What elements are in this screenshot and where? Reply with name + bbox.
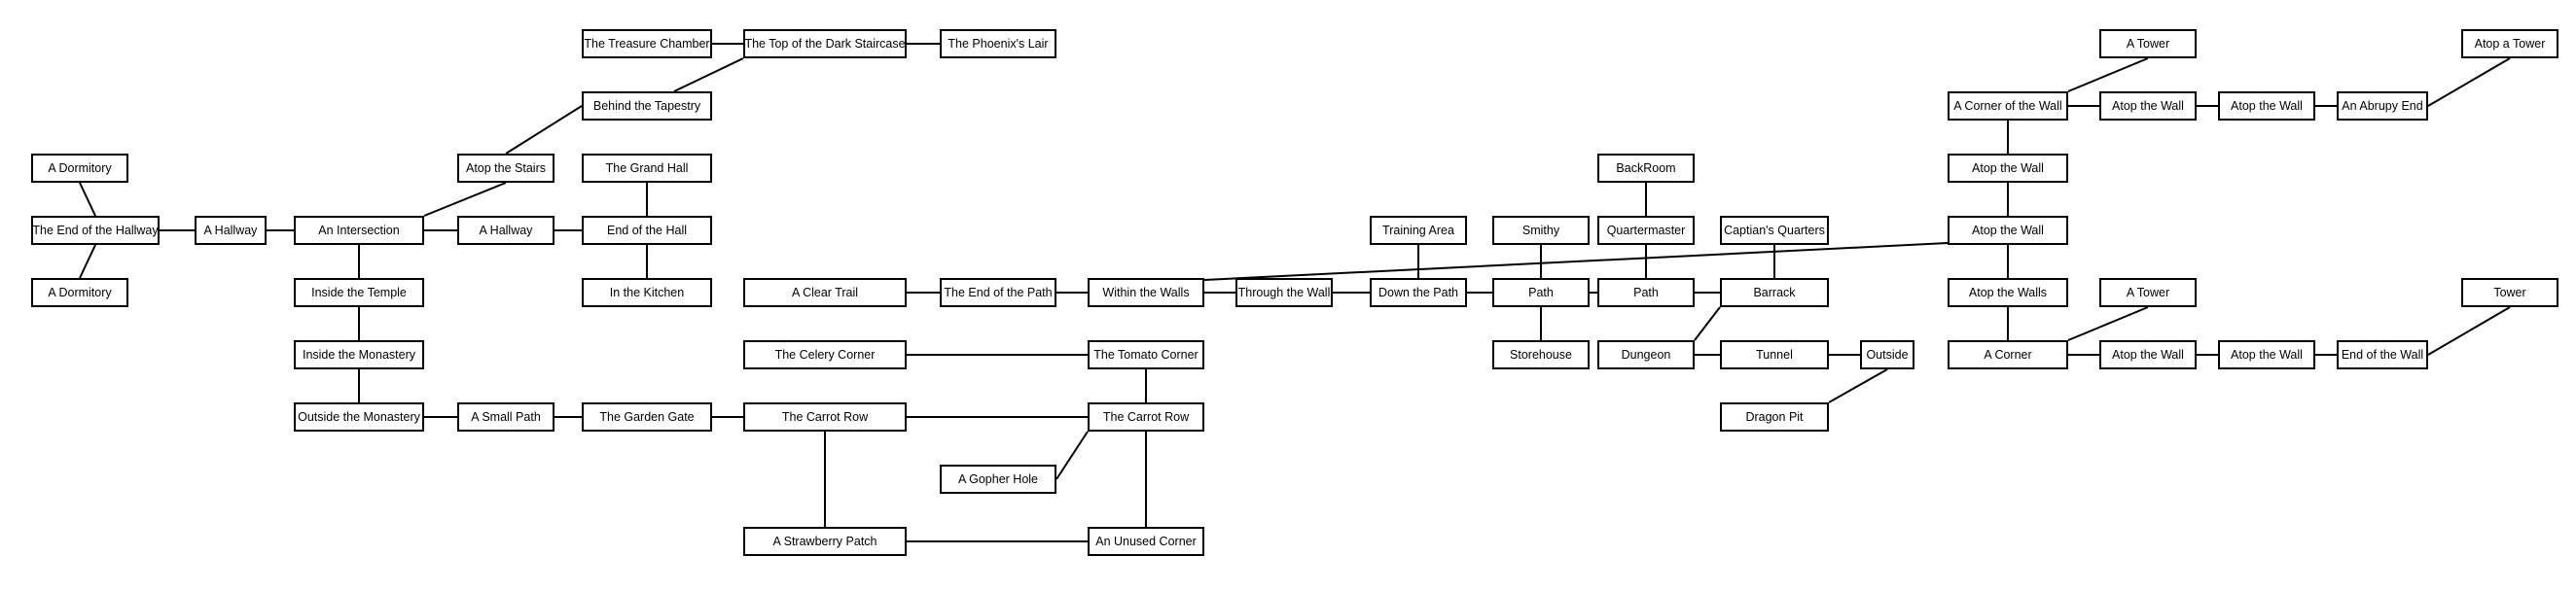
edge-end-hallway-to-dormitory-bottom (79, 244, 96, 279)
room-node-captain-quarters: Captian's Quarters (1720, 216, 1829, 245)
room-node-hallway-1: A Hallway (195, 216, 267, 245)
room-node-atop-wall-b: Atop the Wall (2218, 91, 2315, 121)
edge-barrack-to-dungeon (1694, 306, 1721, 341)
room-node-phoenix-lair: The Phoenix's Lair (940, 29, 1056, 58)
room-node-atop-tower: Atop a Tower (2461, 29, 2558, 58)
room-node-backroom: BackRoom (1597, 154, 1695, 183)
room-node-kitchen: In the Kitchen (582, 278, 712, 307)
room-node-gopher-hole: A Gopher Hole (940, 465, 1056, 494)
room-node-intersection: An Intersection (294, 216, 424, 245)
room-node-down-path: Down the Path (1370, 278, 1467, 307)
room-node-carrot-row-2: The Carrot Row (1088, 402, 1204, 432)
room-node-end-hall: End of the Hall (582, 216, 712, 245)
room-node-atop-walls: Atop the Walls (1948, 278, 2068, 307)
room-node-grand-hall: The Grand Hall (582, 154, 712, 183)
room-node-within-walls: Within the Walls (1088, 278, 1204, 307)
edge-tower-1-to-corner-wall (2067, 57, 2149, 92)
room-node-celery-corner: The Celery Corner (743, 340, 907, 369)
room-node-outside-monastery: Outside the Monastery (294, 402, 424, 432)
room-node-end-wall: End of the Wall (2337, 340, 2428, 369)
room-node-unused-corner: An Unused Corner (1088, 527, 1204, 556)
room-node-tower-3: Tower (2461, 278, 2558, 307)
room-node-clear-trail: A Clear Trail (743, 278, 907, 307)
room-node-tunnel: Tunnel (1720, 340, 1829, 369)
room-node-tower-1: A Tower (2099, 29, 2197, 58)
edge-dormitory-top-to-end-hallway (79, 182, 96, 217)
room-node-atop-wall-d: Atop the Wall (1948, 216, 2068, 245)
room-node-inside-temple: Inside the Temple (294, 278, 424, 307)
room-node-path-2: Path (1597, 278, 1695, 307)
edge-end-wall-to-tower-3 (2427, 306, 2511, 356)
edge-carrot-row-2-to-gopher-hole (1055, 431, 1089, 480)
room-node-through-wall: Through the Wall (1235, 278, 1333, 307)
room-node-strawberry-patch: A Strawberry Patch (743, 527, 907, 556)
room-node-tower-2: A Tower (2099, 278, 2197, 307)
room-node-dragon-pit: Dragon Pit (1720, 402, 1829, 432)
room-node-garden-gate: The Garden Gate (582, 402, 712, 432)
room-node-end-hallway: The End of the Hallway (31, 216, 160, 245)
room-node-dungeon: Dungeon (1597, 340, 1695, 369)
room-node-storehouse: Storehouse (1492, 340, 1590, 369)
room-node-smithy: Smithy (1492, 216, 1590, 245)
room-node-atop-wall-c: Atop the Wall (1948, 154, 2068, 183)
room-node-top-staircase: The Top of the Dark Staircase (743, 29, 907, 58)
room-node-corner-wall: A Corner of the Wall (1948, 91, 2068, 121)
room-node-dormitory-bottom: A Dormitory (31, 278, 128, 307)
room-node-small-path: A Small Path (457, 402, 555, 432)
room-node-barrack: Barrack (1720, 278, 1829, 307)
room-node-quartermaster: Quartermaster (1597, 216, 1695, 245)
edge-atop-stairs-to-behind-tapestry (505, 105, 583, 155)
room-node-training-area: Training Area (1370, 216, 1467, 245)
room-node-tomato-corner: The Tomato Corner (1088, 340, 1204, 369)
room-node-hallway-2: A Hallway (457, 216, 555, 245)
room-node-treasure-chamber: The Treasure Chamber (582, 29, 712, 58)
room-node-outside: Outside (1860, 340, 1914, 369)
room-node-atop-wall-a: Atop the Wall (2099, 91, 2197, 121)
edge-behind-tapestry-to-top-staircase (673, 57, 744, 92)
room-node-atop-wall-e: Atop the Wall (2099, 340, 2197, 369)
room-node-corner: A Corner (1948, 340, 2068, 369)
room-node-inside-monastery: Inside the Monastery (294, 340, 424, 369)
room-node-path-1: Path (1492, 278, 1590, 307)
edge-within-walls-to-atop-wall-d (1203, 242, 1949, 281)
room-node-atop-wall-f: Atop the Wall (2218, 340, 2315, 369)
room-node-abrupt-end: An Abrupy End (2337, 91, 2428, 121)
edge-abrupt-end-to-atop-tower (2427, 57, 2511, 107)
edge-intersection-to-atop-stairs (423, 182, 507, 217)
room-node-carrot-row-1: The Carrot Row (743, 402, 907, 432)
edge-outside-to-dragon-pit (1828, 368, 1888, 403)
edge-corner-to-tower-2 (2067, 306, 2149, 341)
room-node-dormitory-top: A Dormitory (31, 154, 128, 183)
room-node-atop-stairs: Atop the Stairs (457, 154, 555, 183)
room-node-end-path: The End of the Path (940, 278, 1056, 307)
room-node-behind-tapestry: Behind the Tapestry (582, 91, 712, 121)
